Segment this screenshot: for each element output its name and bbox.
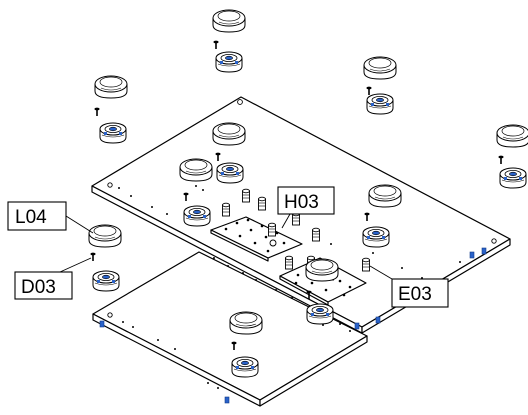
callout-h03-label: H03 <box>284 192 319 213</box>
callout-d03: D03 <box>14 257 92 300</box>
callout-e03-label: E03 <box>398 284 432 305</box>
callout-d03-label: D03 <box>21 277 56 298</box>
center-mount-plate <box>210 216 303 262</box>
callout-e03: E03 <box>369 265 449 308</box>
callout-l04: L04 <box>7 201 94 234</box>
callout-h03: H03 <box>277 186 335 229</box>
callout-l04-label: L04 <box>15 207 47 228</box>
